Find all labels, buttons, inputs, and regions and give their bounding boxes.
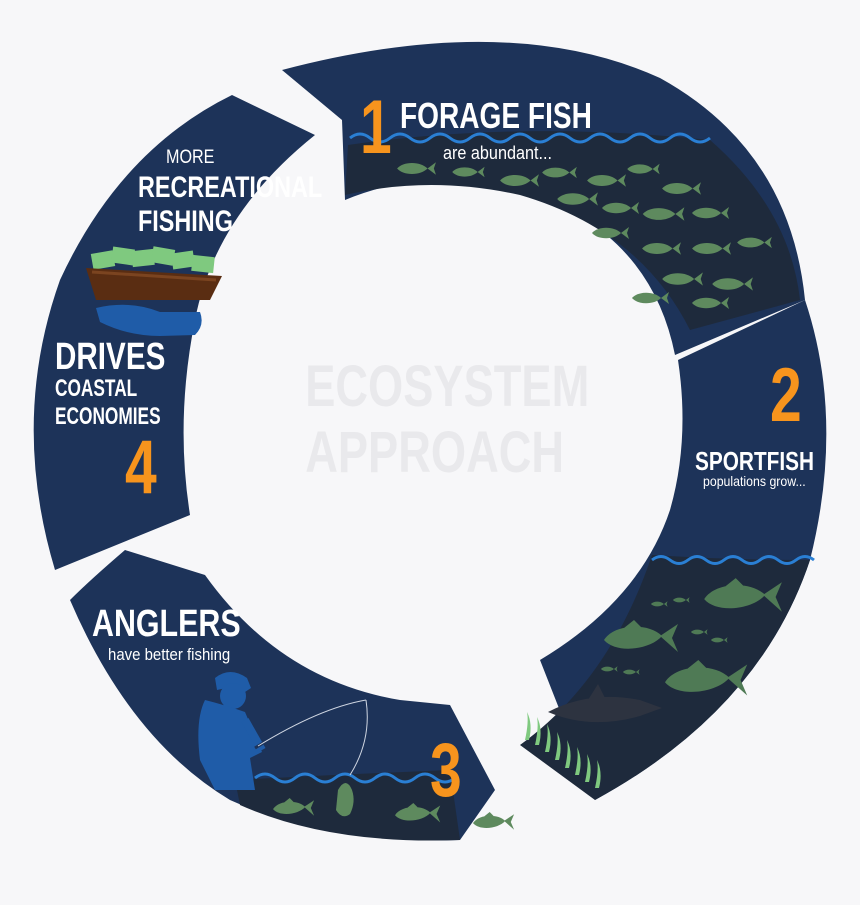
center-title-line1: ECOSYSTEM (305, 354, 590, 419)
angler-icon (198, 672, 266, 790)
money-basket-icon (86, 246, 222, 300)
wave-icon (651, 555, 815, 565)
step-1-subtitle: are abundant... (443, 143, 552, 163)
step-4-title2-line1: DRIVES (55, 336, 166, 378)
step-2-number: 2 (770, 353, 802, 438)
fish-icon (336, 783, 354, 817)
angler-catch-fish (273, 783, 515, 830)
step-4-title-prefix: MORE (166, 147, 215, 168)
segment-sportfish (520, 300, 827, 800)
step-2-subtitle: populations grow... (703, 473, 806, 489)
step-2-title: SPORTFISH (695, 446, 815, 476)
wave-icon (254, 772, 456, 784)
seagrass-icon (525, 712, 601, 788)
fish-icon (473, 812, 515, 830)
step-4-title2-line2: COASTAL (55, 375, 138, 402)
step-3-number: 3 (430, 728, 462, 813)
step-3-subtitle: have better fishing (108, 645, 231, 664)
step-4-title2-line3: ECONOMIES (55, 403, 161, 430)
shark-icon (548, 684, 662, 723)
step-3-title: ANGLERS (92, 603, 241, 645)
step-1-number: 1 (360, 85, 392, 170)
wave-icon (349, 132, 711, 144)
center-title-line2: APPROACH (305, 420, 565, 485)
hand-icon (96, 304, 202, 336)
step-4-title-line2: FISHING (138, 205, 233, 238)
step-4-number: 4 (125, 425, 157, 510)
step-1-title: FORAGE FISH (400, 95, 592, 136)
center-title: ECOSYSTEM APPROACH (305, 354, 590, 485)
step-4-title-line1: RECREATIONAL (138, 171, 323, 204)
